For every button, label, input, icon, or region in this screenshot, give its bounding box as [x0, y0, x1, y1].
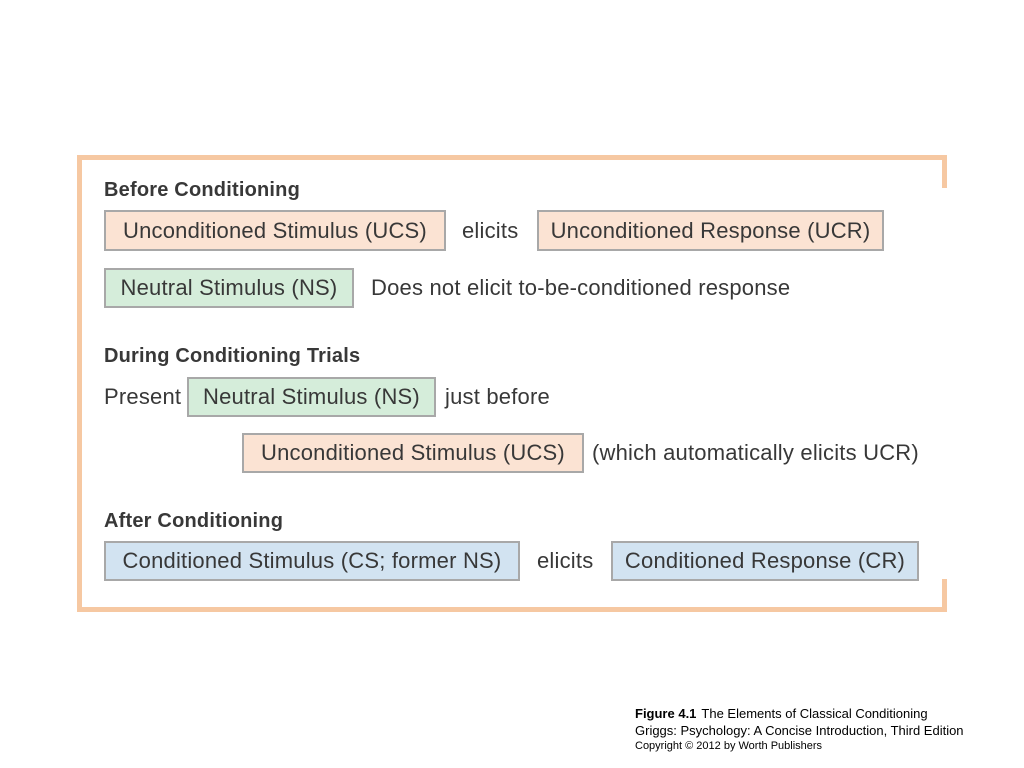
ns-note-before: Does not elicit to-be-conditioned respon… [371, 275, 791, 300]
figure-caption: Figure 4.1 The Elements of Classical Cond… [635, 706, 928, 722]
figure-number: Figure 4.1 [635, 706, 697, 721]
ucs-box-during: Unconditioned Stimulus (UCS) [242, 433, 584, 473]
ucr-box-before: Unconditioned Response (UCR) [537, 210, 884, 251]
diagram-frame [77, 155, 947, 612]
just-before-label: just before [445, 384, 550, 409]
cs-box-after: Conditioned Stimulus (CS; former NS) [104, 541, 520, 581]
ns-box-during: Neutral Stimulus (NS) [187, 377, 436, 417]
frame-right-edge-top [942, 155, 947, 188]
ucs-box-before: Unconditioned Stimulus (UCS) [104, 210, 446, 251]
ucs-note-during: (which automatically elicits UCR) [592, 440, 919, 465]
present-label: Present [104, 384, 182, 409]
section-heading-during: During Conditioning Trials [104, 345, 361, 367]
cr-box-after: Conditioned Response (CR) [611, 541, 919, 581]
elicits-label-before: elicits [462, 218, 519, 243]
frame-right-edge-bottom [942, 579, 947, 612]
elicits-label-after: elicits [537, 548, 594, 573]
figure-title: The Elements of Classical Conditioning [701, 706, 928, 721]
caption-book-source: Griggs: Psychology: A Concise Introducti… [635, 723, 964, 738]
section-heading-before: Before Conditioning [104, 179, 300, 201]
caption-copyright: Copyright © 2012 by Worth Publishers [635, 740, 823, 752]
ns-box-before: Neutral Stimulus (NS) [104, 268, 354, 308]
section-heading-after: After Conditioning [104, 510, 284, 532]
